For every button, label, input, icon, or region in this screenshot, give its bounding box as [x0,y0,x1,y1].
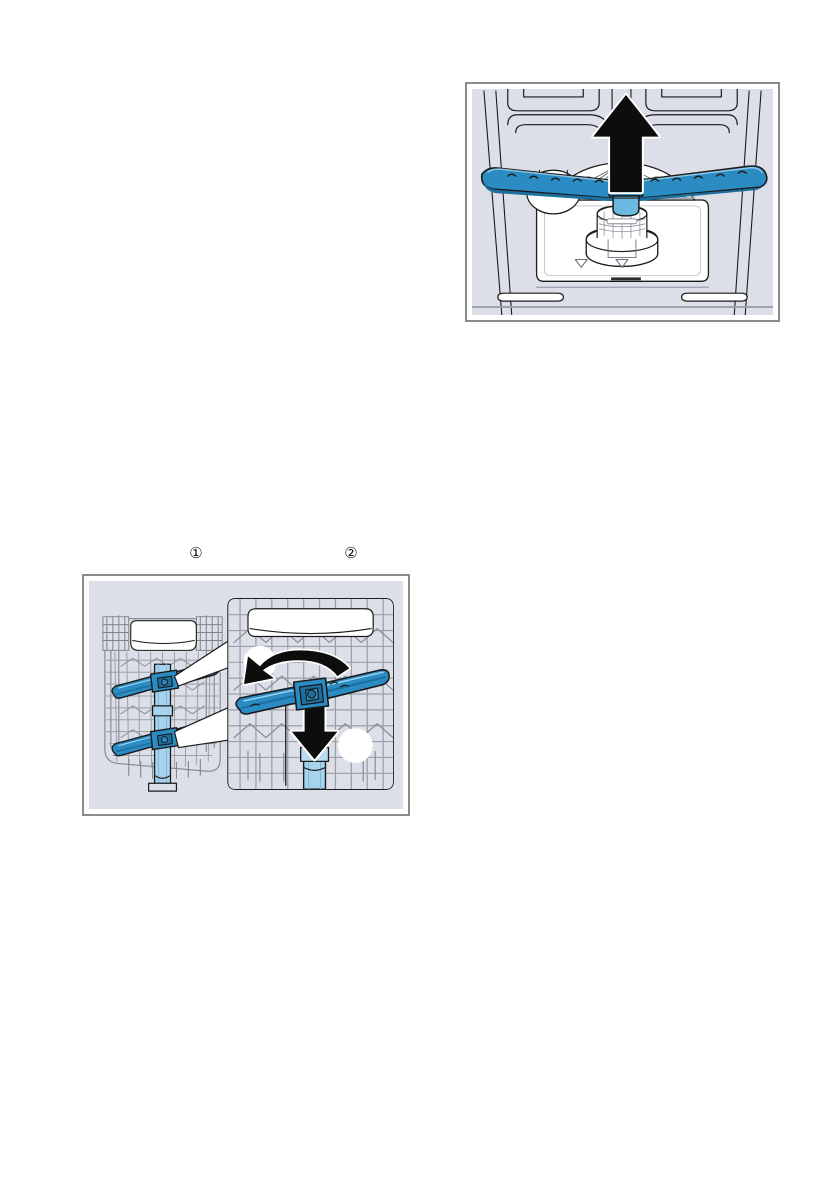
filter-alignment-triangle-left [574,258,588,268]
upper-spray-arm-detach-illustration [89,581,403,809]
tub-bottom-rails [497,292,748,302]
figure-spray-arm-rotate [82,574,410,816]
upper-basket [102,615,223,779]
lower-spray-arm-removal-illustration [472,89,773,315]
step-label-1: ① [189,546,203,562]
tub-wall-lines [483,90,762,315]
highlight-circle-bottom-right [337,728,373,763]
inset-spray-arm [235,669,390,715]
magnifier-inset-panel [227,598,394,790]
step-label-2: ② [344,546,358,562]
middle-spray-arm-hub [149,669,180,693]
rotate-counter-clockwise-arrow [242,648,352,686]
sump-bottom-lip [535,277,710,288]
basket-white-plate [130,620,197,651]
filter-cylinder [585,205,659,268]
lower-middle-spray-arm-hub [149,727,180,751]
figure-2-canvas [89,581,403,809]
figure-spray-arm-removal [465,82,780,322]
filter-alignment-triangle-center [615,258,629,268]
inset-white-plate [247,608,374,638]
inset-spray-arm-hub [292,677,339,711]
upper-rack-outline [507,89,738,112]
figure-1-canvas [472,89,773,315]
pull-up-arrow [591,92,661,195]
